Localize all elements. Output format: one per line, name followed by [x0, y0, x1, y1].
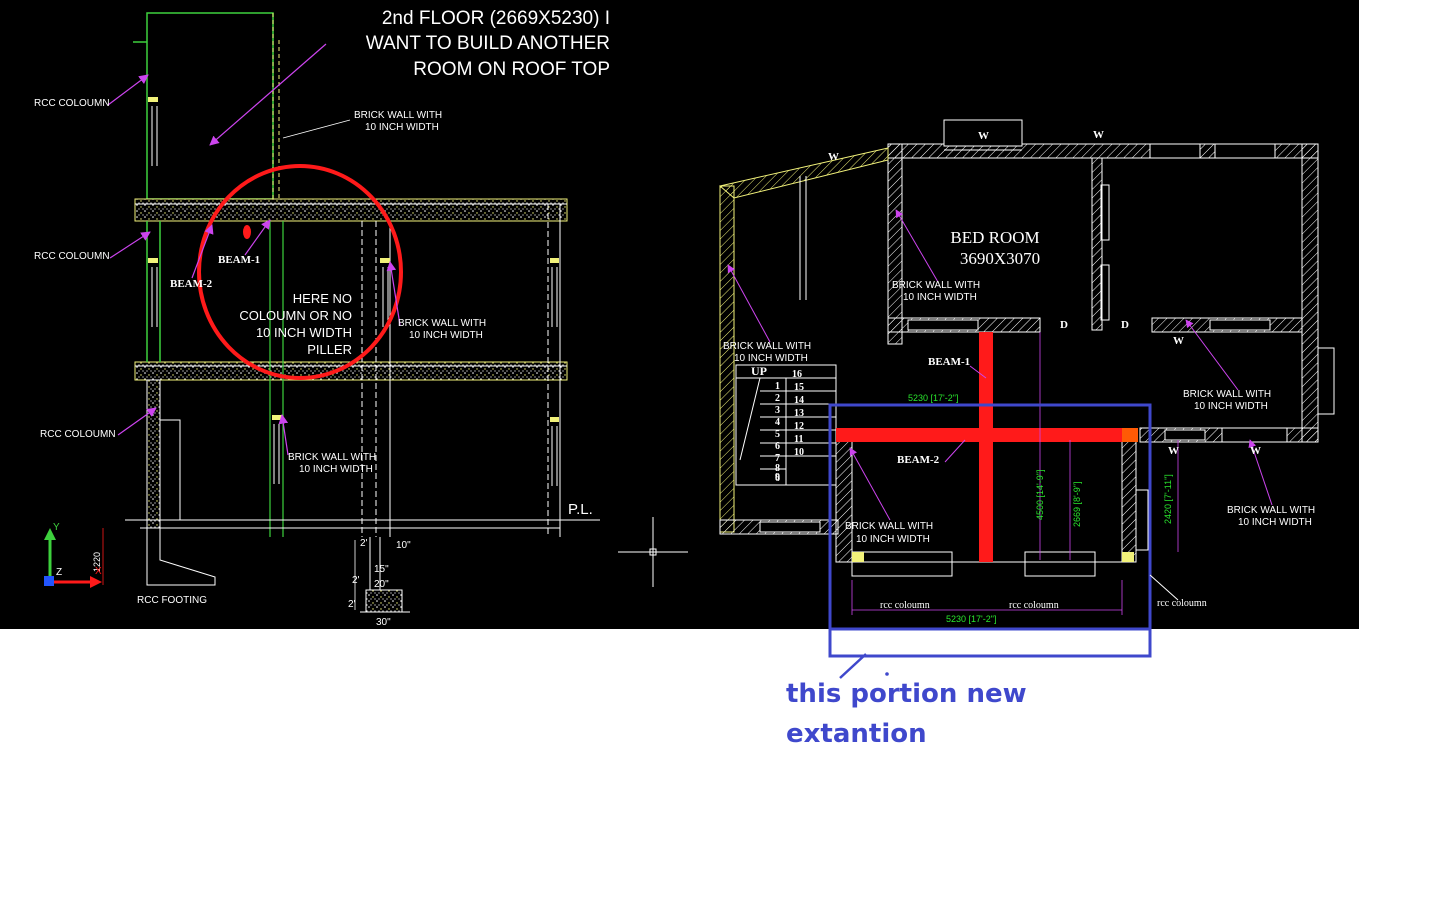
annotation-pointer	[839, 653, 867, 679]
brick-wall-bot-line-1: BRICK WALL WITH	[288, 452, 376, 463]
ucs-z-label: Z	[56, 567, 62, 578]
plan-brick-bed-line-1: BRICK WALL WITH	[892, 280, 980, 291]
dim-10in: 10"	[396, 540, 411, 551]
window-label-1: W	[978, 130, 989, 142]
staircase	[735, 364, 837, 486]
brick-wall-top-line-1: BRICK WALL WITH	[354, 110, 442, 121]
dim-2ft-a: 2'	[360, 538, 368, 549]
stair-number: 6	[775, 473, 780, 484]
section-beam-2-label: BEAM-2	[170, 278, 213, 290]
dim-4500: 4500 [14'-9"]	[1035, 470, 1045, 520]
stair-number: 5	[775, 429, 780, 440]
window-label-3: W	[828, 151, 839, 163]
section-beam-1-label: BEAM-1	[218, 254, 260, 266]
rcc-column-label-3: RCC COLOUMN	[40, 429, 116, 440]
plan-beam-1-label: BEAM-1	[928, 356, 970, 368]
annotation-line-2: extantion	[786, 719, 927, 749]
dim-30in: 30"	[376, 617, 391, 628]
dim-2ft-b: 2'	[352, 575, 360, 586]
dim-15in: 15"	[374, 564, 389, 575]
no-column-note-2: COLOUMN OR NO	[239, 308, 352, 323]
floor-label-line-3: ROOM ON ROOF TOP	[413, 59, 610, 80]
no-column-highlight-circle	[197, 164, 403, 380]
window-label-4: W	[1173, 335, 1184, 347]
new-extension-box	[828, 403, 1152, 629]
no-column-note-4: PILLER	[307, 342, 352, 357]
rcc-column-plan-3	[1122, 552, 1134, 562]
stair-number: 1	[775, 381, 780, 392]
plan-brick-right-bot-line-2: 10 INCH WIDTH	[1238, 517, 1312, 528]
dim-2669: 2669 [8'-9"]	[1072, 482, 1082, 527]
stair-number: 3	[775, 405, 780, 416]
plan-rcc-column-label-3: rcc coloumn	[1157, 598, 1207, 609]
brick-wall-mid-line-2: 10 INCH WIDTH	[409, 330, 483, 341]
window-label-5: W	[1168, 445, 1179, 457]
rcc-footing-shape	[146, 528, 216, 586]
plan-brick-left-line-2: 10 INCH WIDTH	[734, 353, 808, 364]
rcc-column-label-1: RCC COLOUMN	[34, 98, 110, 109]
brick-wall-bot-line-2: 10 INCH WIDTH	[299, 464, 373, 475]
beam-1-plan	[979, 332, 993, 562]
annotation-line-1: this portion new	[786, 679, 1027, 709]
door-label-2: D	[1121, 319, 1129, 331]
dim-1220: 1220	[92, 552, 102, 572]
brick-wall-top-line-2: 10 INCH WIDTH	[365, 122, 439, 133]
cad-drawing-canvas: 2nd FLOOR (2669X5230) I WANT TO BUILD AN…	[0, 0, 1359, 629]
plan-brick-right-bot-line-1: BRICK WALL WITH	[1227, 505, 1315, 516]
stair-number: 8	[775, 463, 780, 474]
no-column-note-1: HERE NO	[293, 291, 352, 306]
stair-number: 2	[775, 393, 780, 404]
stair-number: 10	[794, 447, 804, 458]
stair-number: 16	[792, 369, 802, 380]
stair-number: 6	[775, 441, 780, 452]
ucs-y-label: Y	[53, 522, 60, 533]
window-top	[943, 119, 1023, 147]
bedroom-label: BED ROOM	[950, 228, 1039, 247]
bedroom-size: 3690X3070	[960, 249, 1040, 268]
column-mark	[148, 97, 158, 102]
stair-number: 4	[775, 417, 780, 428]
door-label-1: D	[1060, 319, 1068, 331]
cad-drawing: 2nd FLOOR (2669X5230) I WANT TO BUILD AN…	[34, 8, 1335, 629]
floor-label-line-2: WANT TO BUILD ANOTHER	[366, 33, 610, 54]
plan-view: BED ROOM 3690X3070 W W W W W W D D UP 16…	[718, 119, 1335, 629]
plan-brick-right-line-2: 10 INCH WIDTH	[1194, 401, 1268, 412]
floor-label-line-1: 2nd FLOOR (2669X5230) I	[382, 8, 610, 29]
ucs-x-label: X	[95, 566, 102, 577]
plan-rcc-column-label-2: rcc coloumn	[1009, 600, 1059, 611]
stair-number: 14	[794, 395, 804, 406]
plan-beam-2-label: BEAM-2	[897, 454, 940, 466]
plan-brick-ext-line-1: BRICK WALL WITH	[845, 521, 933, 532]
stair-number: 7	[775, 453, 780, 464]
rcc-footing-label: RCC FOOTING	[137, 595, 207, 606]
dim-bottom-width: 5230 [17'-2"]	[946, 614, 996, 624]
property-line-label: P.L.	[568, 501, 593, 518]
window-label-6: W	[1250, 445, 1261, 457]
plan-rcc-column-label-1: rcc coloumn	[880, 600, 930, 611]
stair-number: 12	[794, 421, 804, 432]
brick-wall-mid-line-1: BRICK WALL WITH	[398, 318, 486, 329]
no-column-note-3: 10 INCH WIDTH	[256, 325, 352, 340]
plan-brick-bed-line-2: 10 INCH WIDTH	[903, 292, 977, 303]
plan-brick-left-line-1: BRICK WALL WITH	[723, 341, 811, 352]
dim-2ft-c: 2'	[348, 599, 356, 610]
dim-top-width: 5230 [17'-2"]	[908, 393, 958, 403]
plan-brick-ext-line-2: 10 INCH WIDTH	[856, 534, 930, 545]
dim-2420: 2420 [7'-11"]	[1163, 474, 1173, 524]
stair-number: 11	[794, 434, 803, 445]
section-view: 2nd FLOOR (2669X5230) I WANT TO BUILD AN…	[34, 8, 688, 628]
plan-brick-right-line-1: BRICK WALL WITH	[1183, 389, 1271, 400]
rcc-column-label-2: RCC COLOUMN	[34, 251, 110, 262]
rcc-column-plan-1	[852, 552, 864, 562]
stair-number: 15	[794, 382, 804, 393]
stair-up-label: UP	[751, 364, 767, 378]
window-label-2: W	[1093, 129, 1104, 141]
beam-dot	[243, 225, 251, 239]
stair-number: 13	[794, 408, 804, 419]
dim-20in: 20"	[374, 579, 389, 590]
stair-number: 9	[775, 472, 780, 483]
